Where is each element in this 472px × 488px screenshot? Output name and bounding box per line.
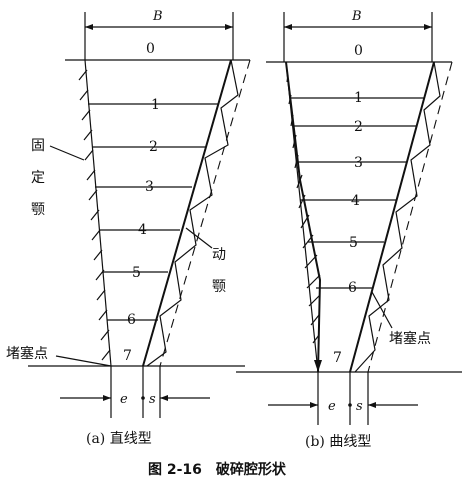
- level-4-left: 4: [138, 222, 147, 238]
- level-1-left: 1: [151, 97, 160, 113]
- width-label-b-left: B: [152, 9, 163, 24]
- level-3-right: 3: [354, 155, 363, 171]
- fixed-jaw-label-1: 固: [31, 138, 45, 154]
- choke-point-label-right: 堵塞点: [389, 330, 431, 347]
- level-1-right: 1: [354, 90, 363, 106]
- level-7-right: 7: [333, 350, 342, 366]
- moving-jaw-label-1: 动: [212, 247, 226, 263]
- level-0-right: 0: [354, 43, 363, 59]
- gap-e-label-left: e: [120, 392, 128, 407]
- stroke-s-label-right: s: [356, 399, 363, 414]
- caption-curved-type: (b) 曲线型: [305, 434, 371, 450]
- level-5-right: 5: [349, 235, 358, 251]
- level-2-left: 2: [149, 139, 158, 155]
- level-5-left: 5: [132, 265, 141, 281]
- figure-title: 图 2-16 破碎腔形状: [148, 461, 287, 478]
- level-0-left: 0: [146, 41, 155, 57]
- level-6-left: 6: [127, 312, 136, 328]
- level-6-right: 6: [348, 280, 357, 296]
- level-2-right: 2: [354, 119, 363, 135]
- caption-straight-type: (a) 直线型: [86, 430, 152, 447]
- choke-point-label-left: 堵塞点: [6, 345, 48, 362]
- diagram-straight-type: B 0: [6, 9, 251, 447]
- width-label-b-right: B: [351, 9, 362, 24]
- level-3-left: 3: [145, 179, 154, 195]
- fixed-jaw-label-2: 定: [31, 170, 45, 186]
- fixed-jaw-hatching: [78, 69, 111, 361]
- fixed-jaw-label-3: 颚: [31, 202, 45, 218]
- moving-jaw-label-2: 颚: [212, 279, 226, 295]
- level-7-left: 7: [123, 348, 132, 364]
- stroke-s-label-left: s: [149, 392, 156, 407]
- gap-e-label-right: e: [328, 399, 336, 414]
- level-4-right: 4: [351, 193, 360, 209]
- diagram-curved-type: B 0: [236, 9, 462, 450]
